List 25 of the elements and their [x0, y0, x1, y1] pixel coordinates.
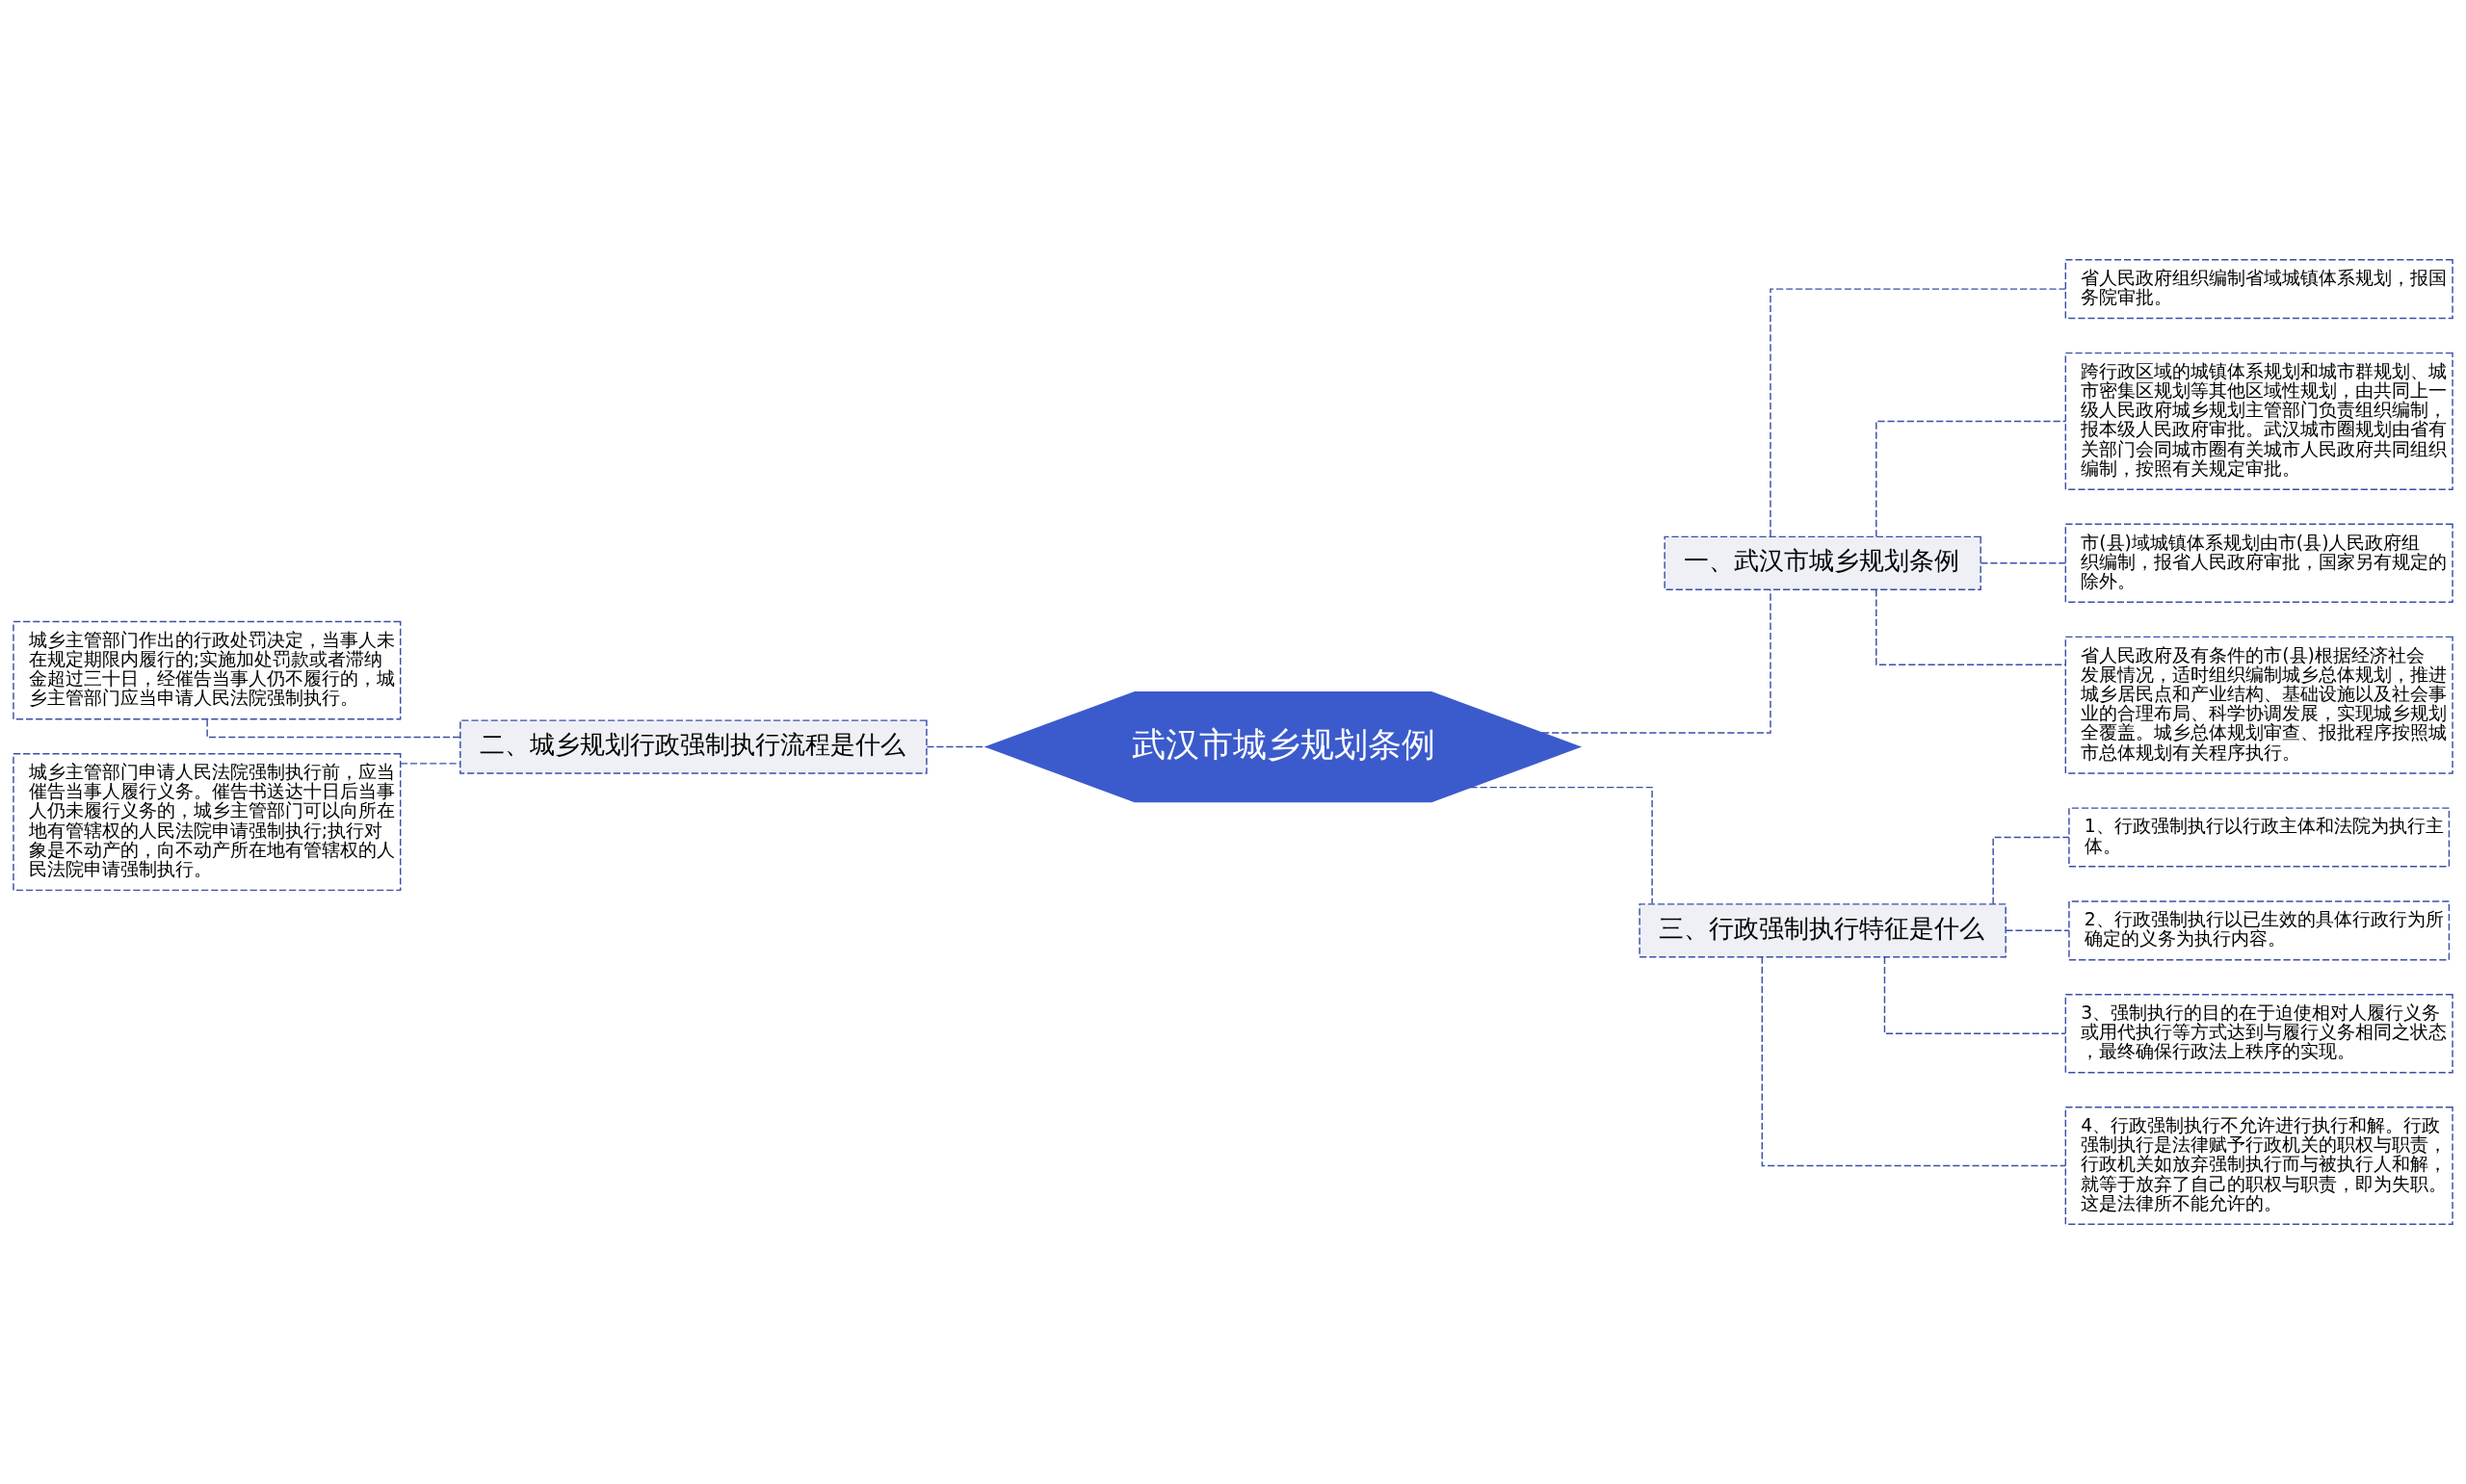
node-box: 1、行政强制执行以行政主体和法院为执行主体。: [2068, 807, 2451, 868]
connector: [1541, 588, 1771, 734]
connector: [1876, 420, 2066, 537]
node-box: 3、强制执行的目的在于迫使相对人履行义务或用代执行等方式达到与履行义务相同之状态，最终确保行政法上秩序的实现。: [2064, 994, 2453, 1074]
node-box: 城乡主管部门申请人民法院强制执行前，应当催告当事人履行义务。催告书送达十日后当事人仍未履行义务的，城乡主管部门可以向所在地有管辖权的人民法院申请强制执行;执行对象是不动产的，向不动产所在地有管辖权的人民法院申请强制执行。: [13, 753, 402, 892]
node-box: 跨行政区域的城镇体系规划和城市群规划、城市密集区规划等其他区域性规划，由共同上一级人民政府城乡规划主管部门负责组织编制，报本级人民政府审批。武汉城市圈规划由省有关部门会同城市圈有关城市人民政府共同组织编制，按照有关规定审批。: [2064, 351, 2453, 490]
connector: [1770, 288, 2066, 537]
connector: [400, 763, 461, 765]
node-box: 省人民政府及有条件的市(县)根据经济社会发展情况，适时组织编制城乡总体规划，推进城乡居民点和产业结构、基础设施以及社会事业的合理布局、科学协调发展，实现城乡规划全覆盖。城乡总体规划审查、报批程序按照城市总体规划有关程序执行。: [2064, 636, 2453, 774]
connector: [1469, 786, 1653, 905]
connector: [1980, 562, 2066, 564]
node-box: 城乡主管部门作出的行政处罚决定，当事人未在规定期限内履行的;实施加处罚款或者滞纳金超过三十日，经催告当事人仍不履行的，城乡主管部门应当申请人民法院强制执行。: [13, 620, 402, 720]
node-box: 省人民政府组织编制省域城镇体系规划，报国务院审批。: [2064, 259, 2453, 320]
connector: [1992, 836, 2070, 905]
node-box: 4、行政强制执行不允许进行执行和解。行政强制执行是法律赋予行政机关的职权与职责，行政机关如放弃强制执行而与被执行人和解，就等于放弃了自己的职权与职责，即为失职。这是法律所不能允许的。: [2064, 1106, 2453, 1225]
node-box: 市(县)域城镇体系规划由市(县)人民政府组织编制，报省人民政府审批，国家另有规定的除外。: [2064, 523, 2453, 603]
node-box: 一、武汉市城乡规划条例: [1664, 535, 1981, 590]
connector: [1761, 956, 2066, 1167]
connector: [1876, 588, 2066, 665]
node-box: 2、行政强制执行以已生效的具体行政行为所确定的义务为执行内容。: [2068, 900, 2451, 961]
node-box: 二、城乡规划行政强制执行流程是什么: [459, 719, 928, 774]
connector: [926, 745, 987, 748]
connector: [2005, 929, 2070, 932]
node-box: 三、行政强制执行特征是什么: [1639, 903, 2007, 958]
connector: [1883, 956, 2066, 1034]
